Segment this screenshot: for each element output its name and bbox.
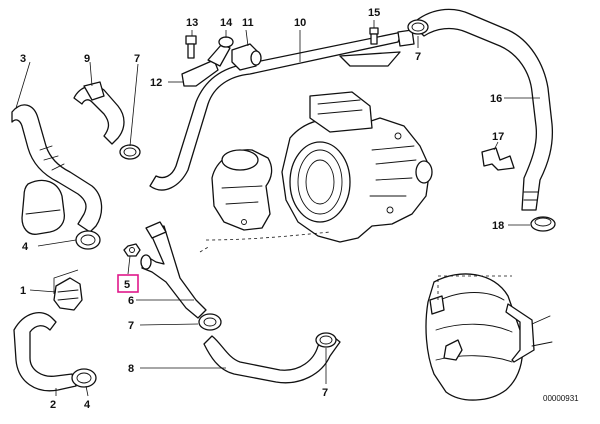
pipe-part-10 <box>149 29 415 191</box>
callout-7-top: 7 <box>415 51 421 63</box>
callout-labels: 3 9 7 12 13 14 11 10 15 7 16 17 18 4 5 1… <box>20 7 504 411</box>
bolt-part-13 <box>185 35 197 59</box>
callout-1: 1 <box>20 285 26 297</box>
callout-10: 10 <box>294 17 306 29</box>
bolt-part-15 <box>369 27 379 45</box>
callout-17: 17 <box>492 131 504 143</box>
callout-14: 14 <box>220 17 233 29</box>
callout-18: 18 <box>492 220 504 232</box>
nut-part-5 <box>123 243 141 257</box>
callout-16: 16 <box>490 93 502 105</box>
hose-part-3 <box>11 104 103 235</box>
clamp-part-18 <box>530 216 556 232</box>
routing-line-booster <box>437 275 512 300</box>
leader-lines <box>15 20 540 397</box>
hose-part-16 <box>411 8 554 211</box>
hose-part-9 <box>73 81 125 145</box>
routing-line-short <box>199 245 211 253</box>
callout-9: 9 <box>84 53 90 65</box>
callout-6: 6 <box>128 295 134 307</box>
callout-15: 15 <box>368 7 380 19</box>
hose-part-2 <box>13 312 77 392</box>
callout-5: 5 <box>124 279 130 291</box>
callout-8: 8 <box>128 363 134 375</box>
washer-part-14 <box>218 36 234 48</box>
clamp-part-7-top <box>407 19 429 35</box>
callout-2: 2 <box>50 399 56 411</box>
drawing-code: 00000931 <box>543 394 579 403</box>
bracket-part-12 <box>181 43 231 87</box>
valve-part-11 <box>231 43 262 71</box>
callout-7-mid: 7 <box>128 320 134 332</box>
clip-part-17 <box>481 147 515 171</box>
callout-7-upper: 7 <box>134 53 140 65</box>
clamp-part-4-lower <box>71 368 97 388</box>
fitting-part-1 <box>53 277 83 311</box>
clamp-part-7-mid <box>198 313 222 331</box>
brake-booster <box>425 273 553 401</box>
intake-housing <box>211 149 273 231</box>
callout-3: 3 <box>20 53 26 65</box>
pipe-part-6 <box>140 221 207 319</box>
routing-line-housing <box>205 231 331 241</box>
callout-4-lower: 4 <box>84 399 91 411</box>
clamp-part-4-upper <box>75 230 101 250</box>
throttle-body <box>281 91 433 243</box>
callout-7-right: 7 <box>322 387 328 399</box>
hose-part-8 <box>203 333 341 384</box>
callout-4-upper: 4 <box>22 241 29 253</box>
clamp-part-7-upper <box>119 144 141 160</box>
callout-11: 11 <box>242 17 254 29</box>
callout-13: 13 <box>186 17 198 29</box>
clamp-part-7-right <box>315 332 337 348</box>
callout-5-highlight <box>117 274 139 293</box>
callout-12: 12 <box>150 77 162 89</box>
